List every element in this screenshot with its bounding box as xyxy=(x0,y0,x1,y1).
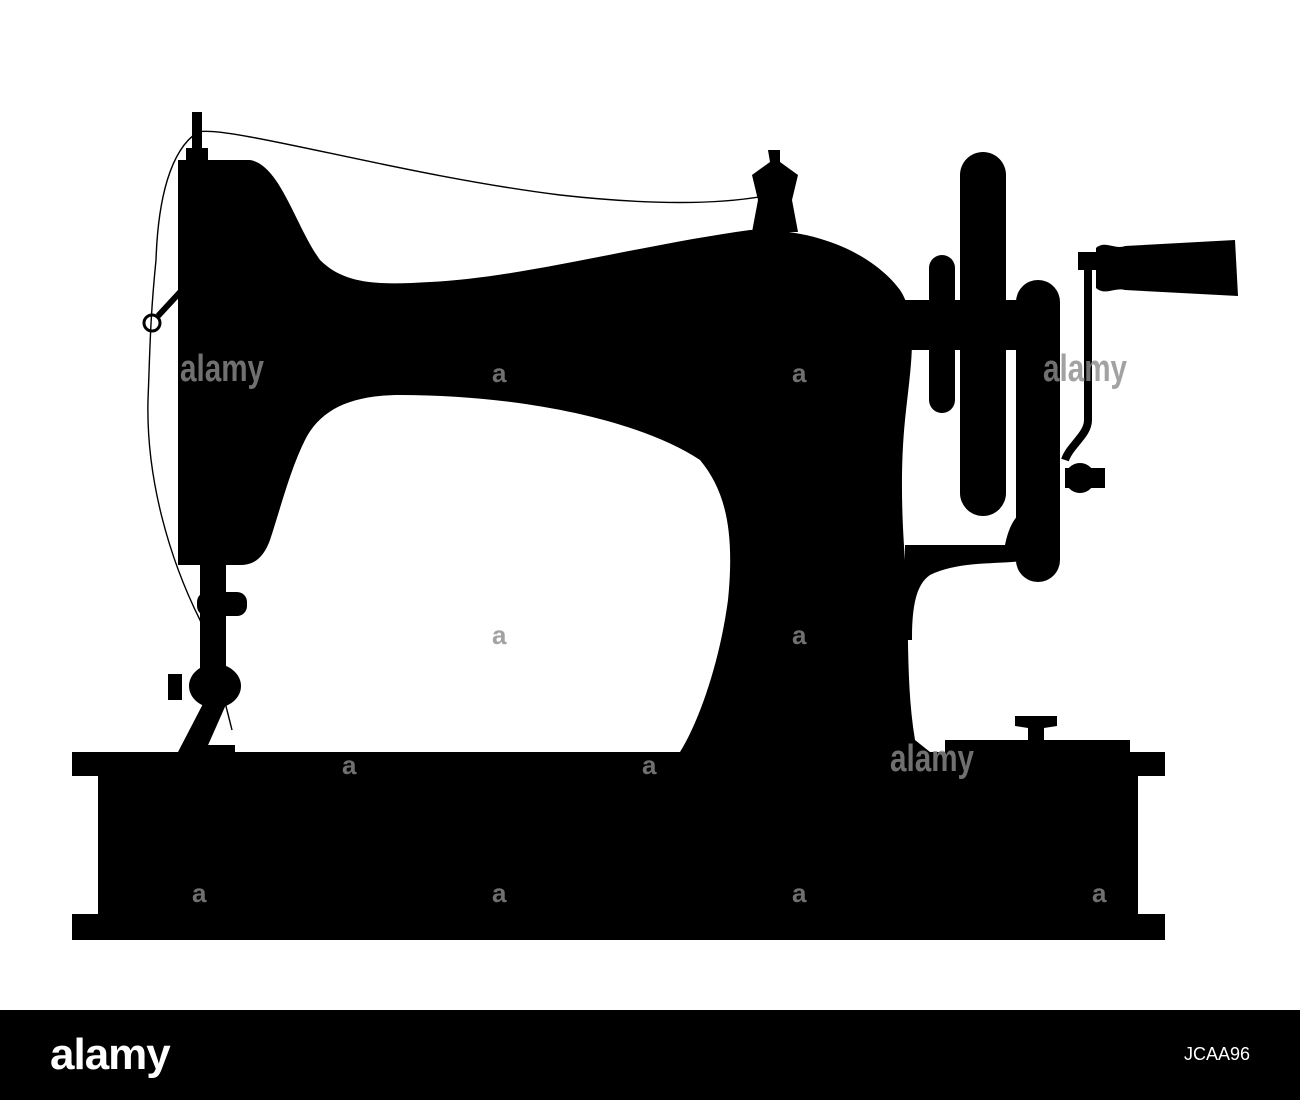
needle-bar xyxy=(200,562,226,682)
sewing-machine-silhouette xyxy=(72,112,1238,940)
base-top-plate xyxy=(945,740,1130,754)
spool-pin xyxy=(752,150,798,232)
hand-wheel-outer xyxy=(960,152,1006,516)
crank-arm xyxy=(1061,262,1092,462)
bobbin-knob xyxy=(1015,716,1057,742)
image-id: JCAA96 xyxy=(1183,1044,1250,1064)
footer-bar: alamy JCAA96 xyxy=(0,1010,1300,1100)
base-rim-bottom xyxy=(72,914,1165,940)
wheel-bracket xyxy=(905,510,1030,640)
machine-body xyxy=(178,160,930,752)
hand-wheel-small xyxy=(929,255,955,413)
hand-wheel-inner xyxy=(1016,280,1060,582)
thread-guide xyxy=(142,313,162,333)
presser-foot xyxy=(178,700,228,752)
crank-handle xyxy=(1096,240,1238,296)
needle-bar-top xyxy=(192,112,202,152)
base-body xyxy=(98,752,1138,918)
footer-logo: alamy xyxy=(50,1030,171,1079)
thumb-screw-upper xyxy=(197,592,247,616)
thumb-screw-lower xyxy=(189,664,241,708)
